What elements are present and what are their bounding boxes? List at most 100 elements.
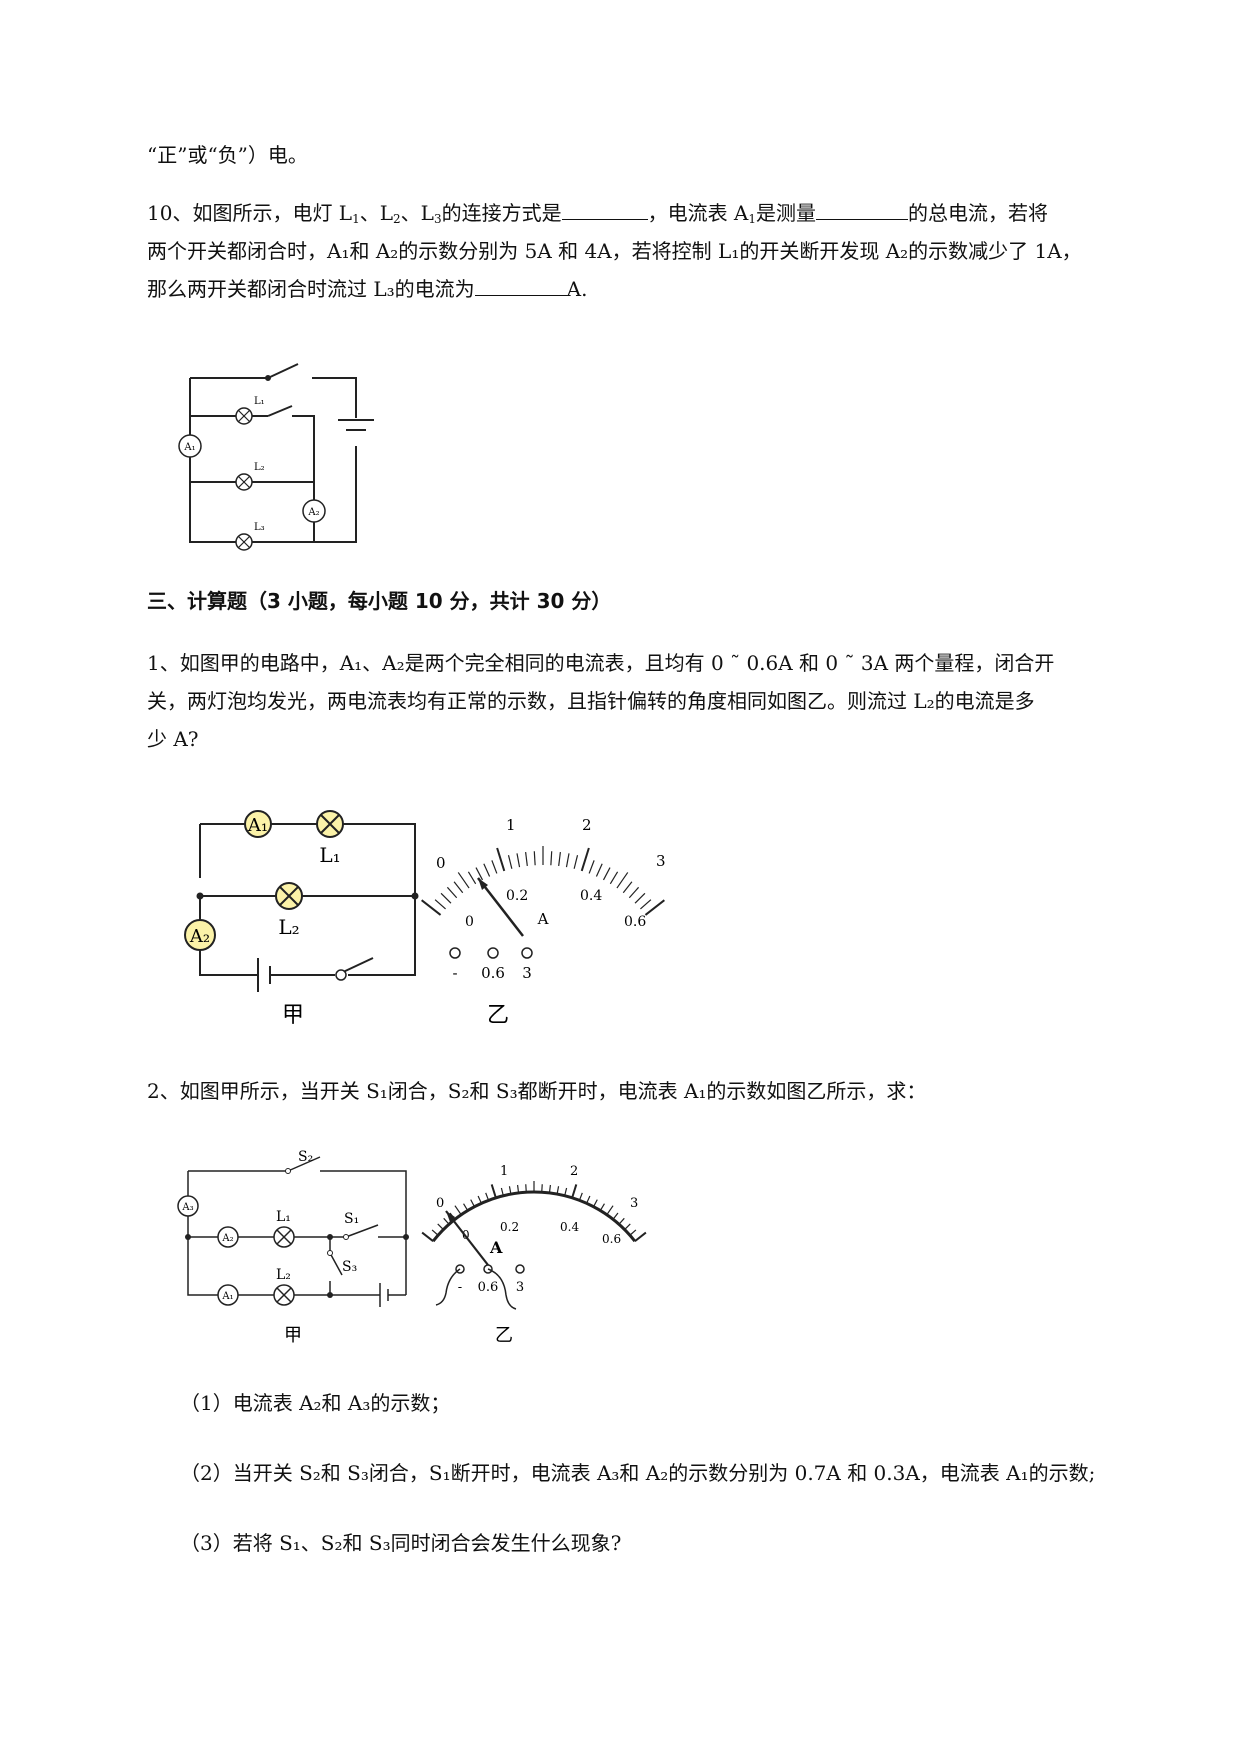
ammeter-a2-label: A₂ [221, 1233, 233, 1244]
terminal-label: 0.6 [478, 1280, 499, 1295]
sub: 1 [748, 212, 757, 226]
dial-tick [483, 863, 491, 877]
dial-tick [640, 899, 652, 910]
dial-tick [491, 860, 498, 874]
dial-tick [586, 1195, 591, 1204]
dial-tick [533, 851, 536, 866]
sub: 1 [352, 212, 360, 226]
ammeter-a1-label: A₁ [247, 815, 268, 836]
p2-ammeter-dial: 0 1 2 3 0 0.2 0.4 0.6 A - 0.6 3 乙 [421, 1164, 647, 1346]
dial-tick [443, 1217, 450, 1225]
answer-blank-3[interactable] [474, 273, 567, 296]
dial-tick [558, 851, 561, 867]
p2-line1: 2、如图甲所示，当开关 S₁闭合，S₂和 S₃都断开时，电流表 A₁的示数如图乙… [147, 1079, 927, 1103]
dial-tick [470, 1199, 475, 1207]
dial-tick [496, 847, 506, 872]
tick-label: 0.4 [580, 888, 602, 904]
dial-tick [624, 1223, 631, 1231]
dial-tick [548, 1184, 552, 1194]
dial-tick [571, 1184, 578, 1199]
dial-tick [463, 1203, 469, 1211]
dial-tick [634, 1231, 647, 1242]
dial-tick [595, 863, 603, 877]
dial-tick [599, 1203, 605, 1211]
p2-circuit-diagram: A₃ A₂ A₁ S₂ S₁ S₃ L₁ L₂ 甲 [177, 1149, 409, 1346]
switch-s3-label: S₃ [342, 1259, 357, 1275]
ammeter-a1-label: A₁ [221, 1291, 233, 1302]
p1-circuit-diagram: A₁ A₂ L₁ L₂ 甲 [184, 810, 419, 1028]
dial-tick [431, 1229, 439, 1236]
dial-tick [477, 1195, 482, 1204]
dial-tick [634, 892, 646, 904]
needle [477, 877, 524, 937]
tick-label: 1 [500, 1164, 508, 1179]
dial-tick [593, 1199, 598, 1207]
terminal-label: - [452, 964, 457, 982]
switch-s1-label: S₁ [344, 1211, 359, 1227]
tick-label: 0 [465, 914, 474, 930]
terminal-label: 0.6 [481, 964, 505, 982]
continuation-line: “正”或“负”）电。 [147, 143, 308, 167]
tick-label: 0.6 [602, 1232, 621, 1246]
dial-tick [573, 855, 579, 869]
lamp-l2-label: L₂ [254, 462, 265, 473]
tick-label: 0.4 [560, 1220, 579, 1234]
q10-line3: 那么两开关都闭合时流过 L₃的电流为 A. [147, 272, 587, 306]
tick-label: 0 [436, 854, 446, 872]
ammeter-a3-label: A₃ [181, 1202, 193, 1213]
dial-tick [516, 1184, 520, 1194]
dial-tick [618, 1217, 625, 1225]
terminal-label: 3 [522, 964, 532, 982]
q10-text: 的连接方式是 [441, 201, 562, 225]
tick-label: 3 [630, 1196, 638, 1211]
q10-line2: 两个开关都闭合时，A₁和 A₂的示数分别为 5A 和 4A，若将控制 L₁的开关… [147, 239, 1082, 263]
ammeter-a2-label: A₂ [307, 507, 319, 518]
lamp-l2-label: L₂ [276, 1267, 291, 1283]
lamp-l2-label: L₂ [278, 915, 299, 939]
tick-label: 2 [582, 816, 592, 834]
q10-text: A. [566, 277, 588, 301]
q10-text: 那么两开关都闭合时流过 L₃的电流为 [147, 277, 475, 301]
dial-tick [629, 1229, 637, 1236]
answer-blank-1[interactable] [561, 197, 648, 220]
dial-tick [508, 1186, 512, 1195]
lamp-l3-label: L₃ [254, 522, 265, 533]
dial-tick [602, 867, 611, 881]
ammeter-a1-label: A₁ [183, 442, 195, 453]
dial-tick [507, 855, 513, 869]
q10-text: 是测量 [756, 201, 817, 225]
figure-label-yi: 乙 [495, 1325, 513, 1346]
dial-tick [588, 860, 595, 874]
switch-s2-label: S₂ [298, 1149, 313, 1165]
lamp-l1-label: L₁ [276, 1209, 291, 1225]
section-title: 三、计算题（3 小题，每小题 10 分，共计 30 分） [147, 589, 612, 613]
q10-text: 、L [400, 201, 434, 225]
dial-tick [564, 1187, 568, 1196]
dial-tick [606, 1205, 614, 1216]
dial-tick [454, 1205, 462, 1216]
dial-tick [525, 851, 528, 867]
tick-label: 0 [436, 1196, 444, 1211]
dial-tick [612, 1212, 619, 1220]
dial-tick [490, 1184, 497, 1199]
dial-tick [628, 886, 640, 899]
dial-tick [421, 1231, 434, 1242]
dial-tick [446, 886, 458, 899]
dial-tick [516, 853, 521, 868]
figure-label-yi: 乙 [487, 1003, 509, 1028]
dial-tick [437, 1223, 444, 1231]
ammeter-a2-label: A₂ [189, 926, 210, 947]
p2-sub3: （3）若将 S₁、S₂和 S₃同时闭合会发生什么现象? [180, 1531, 622, 1555]
dial-tick [440, 892, 452, 904]
q10-text: ，电流表 A [647, 201, 749, 225]
dial-tick [622, 881, 633, 894]
tick-label: 0.2 [500, 1220, 519, 1234]
dial-tick [556, 1186, 560, 1195]
dial-tick [421, 899, 442, 916]
dial-tick [644, 899, 665, 916]
answer-blank-2[interactable] [816, 197, 909, 220]
p2-sub2: （2）当开关 S₂和 S₃闭合，S₁断开时，电流表 A₃和 A₂的示数分别为 0… [180, 1461, 1096, 1485]
sub: 2 [393, 212, 401, 226]
sub: 3 [433, 212, 442, 226]
p1-line2: 关，两灯泡均发光，两电流表均有正常的示数，且指针偏转的角度相同如图乙。则流过 L… [147, 689, 1035, 713]
